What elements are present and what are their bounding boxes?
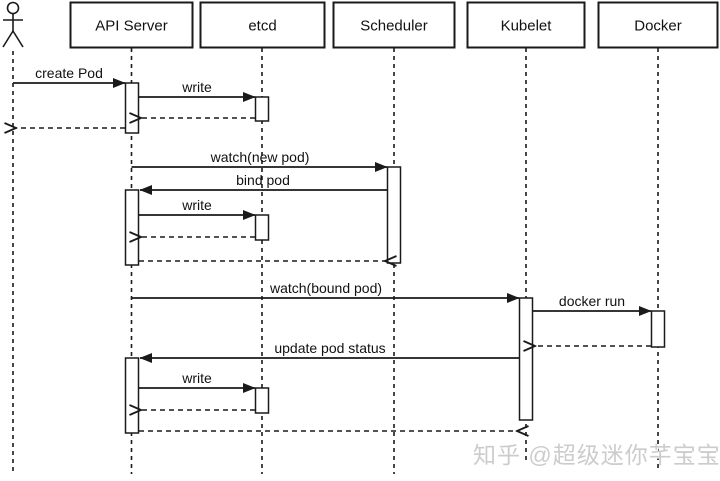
message-watch-bound-pod: watch(bound pod) [131,280,520,303]
message-label-write-3: write [181,370,212,386]
message-create-pod: create Pod [13,65,126,88]
participant-label-kubelet: Kubelet [501,18,553,35]
message-write-2: write [139,197,256,220]
participant-label-docker: Docker [634,18,682,35]
message-label-bind-pod: bind pod [236,172,290,188]
activation-api-server-1 [124,82,140,134]
watermark: 知乎 @超级迷你芊宝宝 [473,442,720,468]
message-label-write-2: write [181,197,212,213]
message-bind-pod: bind pod [139,172,387,195]
participant-kubelet: Kubelet [466,1,586,49]
activation-scheduler [386,166,402,264]
participant-etcd: etcd [199,1,326,49]
message-write-3: write [139,370,256,393]
message-label-watch-new-pod: watch(new pod) [210,149,310,165]
activation-etcd-3 [254,387,270,414]
participant-scheduler: Scheduler [332,1,456,49]
message-label-write-1: write [181,79,212,95]
activation-api-server-3 [124,357,140,434]
participant-label-scheduler: Scheduler [360,18,428,35]
activation-kubelet [518,297,534,421]
activation-etcd-1 [254,96,270,122]
activation-etcd-2 [254,214,270,241]
participant-label-api-server: API Server [95,18,168,35]
message-update-pod-status: update pod status [139,340,519,363]
message-label-update-pod-status: update pod status [274,340,385,356]
message-label-watch-bound-pod: watch(bound pod) [269,280,382,296]
message-label-docker-run: docker run [559,293,625,309]
participant-label-etcd: etcd [248,18,276,35]
activation-docker [650,310,666,348]
message-docker-run: docker run [533,293,652,316]
participant-api-server: API Server [69,1,194,49]
actor-icon [2,1,24,48]
participant-docker: Docker [597,1,719,49]
message-write-1: write [139,79,256,102]
message-label-create-pod: create Pod [35,65,103,81]
activation-api-server-2 [124,189,140,266]
message-watch-new-pod: watch(new pod) [131,149,388,172]
